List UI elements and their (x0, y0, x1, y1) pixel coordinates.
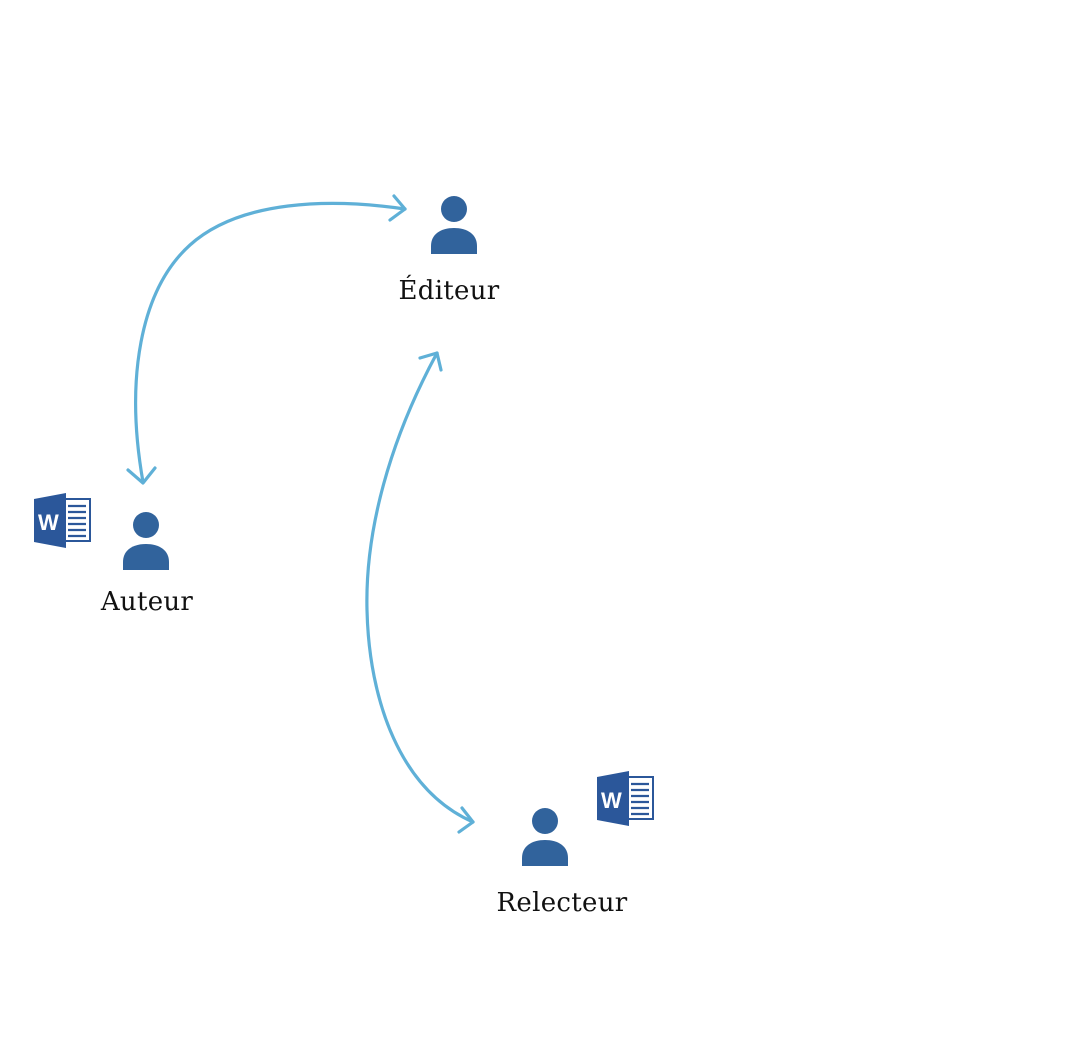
edge-editeur-relecteur-line (365, 351, 475, 824)
person-icon-auteur (123, 512, 169, 570)
person-icon-editeur (431, 196, 477, 254)
word-lines (631, 782, 649, 816)
node-label-relecteur: Relecteur (496, 888, 628, 918)
word-lines (68, 504, 86, 538)
word-cover (34, 493, 66, 548)
arrowhead-to-editeur-2 (418, 351, 443, 372)
node-label-editeur: Éditeur (398, 276, 500, 306)
person-icon-relecteur (522, 808, 568, 866)
arrowhead-to-relecteur (457, 806, 475, 834)
arrowhead-to-auteur (126, 466, 157, 485)
word-cover (597, 771, 629, 826)
word-letter: W (38, 510, 59, 535)
word-document-icon-auteur: W (34, 493, 91, 548)
edge-auteur-editeur-line (134, 201, 407, 484)
word-letter: W (601, 788, 622, 813)
arrowhead-to-editeur (388, 194, 407, 222)
word-document-icon-relecteur: W (597, 771, 654, 826)
edge-auteur-editeur (126, 194, 407, 485)
edge-editeur-relecteur (365, 351, 475, 834)
node-label-auteur: Auteur (100, 587, 194, 617)
